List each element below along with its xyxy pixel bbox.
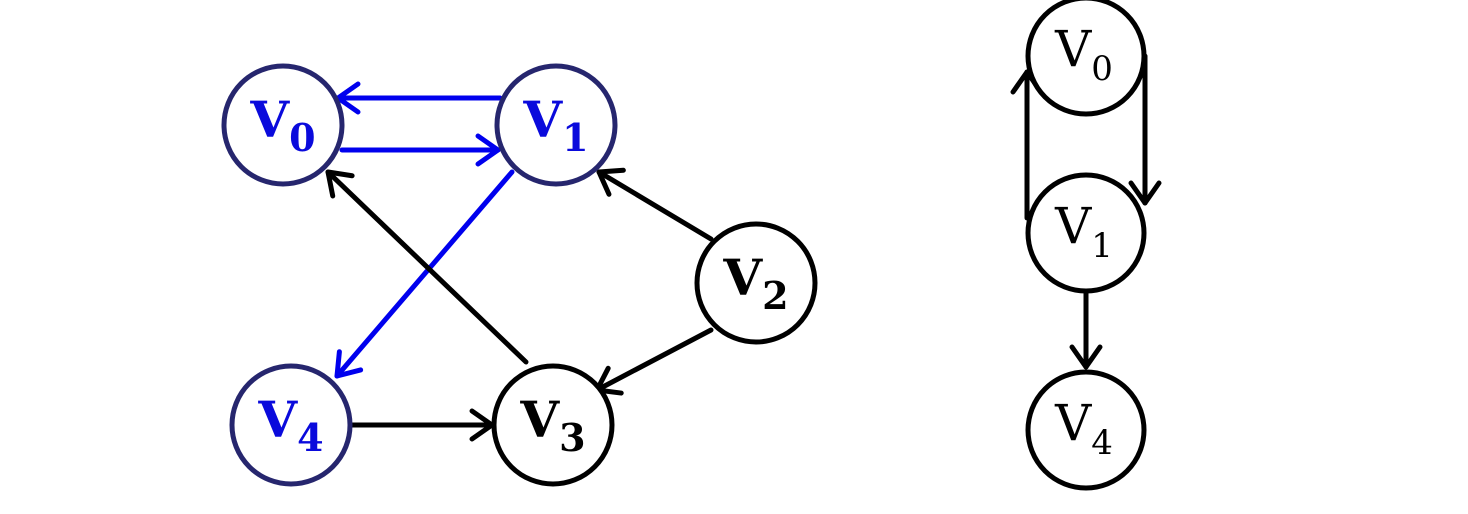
node-v0-circle xyxy=(1025,0,1147,117)
node-v2-circle xyxy=(694,221,818,345)
node-v1: V1 xyxy=(494,63,618,187)
right-edge-v0-to-v1-arrowhead xyxy=(1128,180,1162,206)
node-v1-circle xyxy=(494,63,618,187)
left-edge-v3-to-v0 xyxy=(325,169,529,365)
left-edge-v2-to-v1-line xyxy=(596,169,714,242)
node-v2-label: V2 xyxy=(722,248,788,318)
left-edge-v2-to-v1 xyxy=(596,167,714,242)
left-edge-v2-to-v1-arrowhead xyxy=(596,167,626,197)
right-edge-v0-to-v1 xyxy=(1128,53,1162,206)
node-v4-circle xyxy=(229,363,353,487)
node-v0-circle xyxy=(221,63,345,187)
node-v4-label: V4 xyxy=(1054,394,1113,463)
right-edge-v1-to-v4 xyxy=(1069,289,1103,370)
node-v1-circle xyxy=(1025,172,1147,294)
left-edge-v1-to-v0 xyxy=(335,81,503,115)
node-v4-circle xyxy=(1025,369,1147,491)
right-edge-v1-to-v4-arrowhead xyxy=(1069,344,1103,370)
node-v1-label: V1 xyxy=(522,90,588,160)
left-edge-v3-to-v0-arrowhead xyxy=(325,169,355,199)
right-edge-v1-to-v0 xyxy=(1010,69,1044,221)
node-v0: V0 xyxy=(221,63,345,187)
node-v4: V4 xyxy=(229,363,353,487)
left-edge-v2-to-v3 xyxy=(594,327,714,396)
left-edge-v1-to-v4 xyxy=(334,169,515,379)
node-v2: V2 xyxy=(694,221,818,345)
node-v3-label: V3 xyxy=(519,390,585,460)
node-v4-label: V4 xyxy=(257,390,323,460)
node-v3-circle xyxy=(491,363,615,487)
node-v1-label: V1 xyxy=(1054,197,1113,266)
left-edge-v2-to-v3-line xyxy=(594,327,714,393)
left-edge-v0-to-v1 xyxy=(339,133,501,167)
node-v3: V3 xyxy=(491,363,615,487)
left-edge-v1-to-v4-line xyxy=(334,169,515,379)
left-edge-v3-to-v0-line xyxy=(325,169,529,365)
node-v4: V4 xyxy=(1025,369,1147,491)
left-edge-v0-to-v1-arrowhead xyxy=(475,133,501,167)
left-edge-v4-to-v3 xyxy=(349,408,495,442)
left-edge-v1-to-v4-arrowhead xyxy=(334,349,364,379)
node-v0-label: V0 xyxy=(1054,20,1113,89)
node-v0: V0 xyxy=(1025,0,1147,117)
node-v1: V1 xyxy=(1025,172,1147,294)
node-v0-label: V0 xyxy=(249,90,315,160)
